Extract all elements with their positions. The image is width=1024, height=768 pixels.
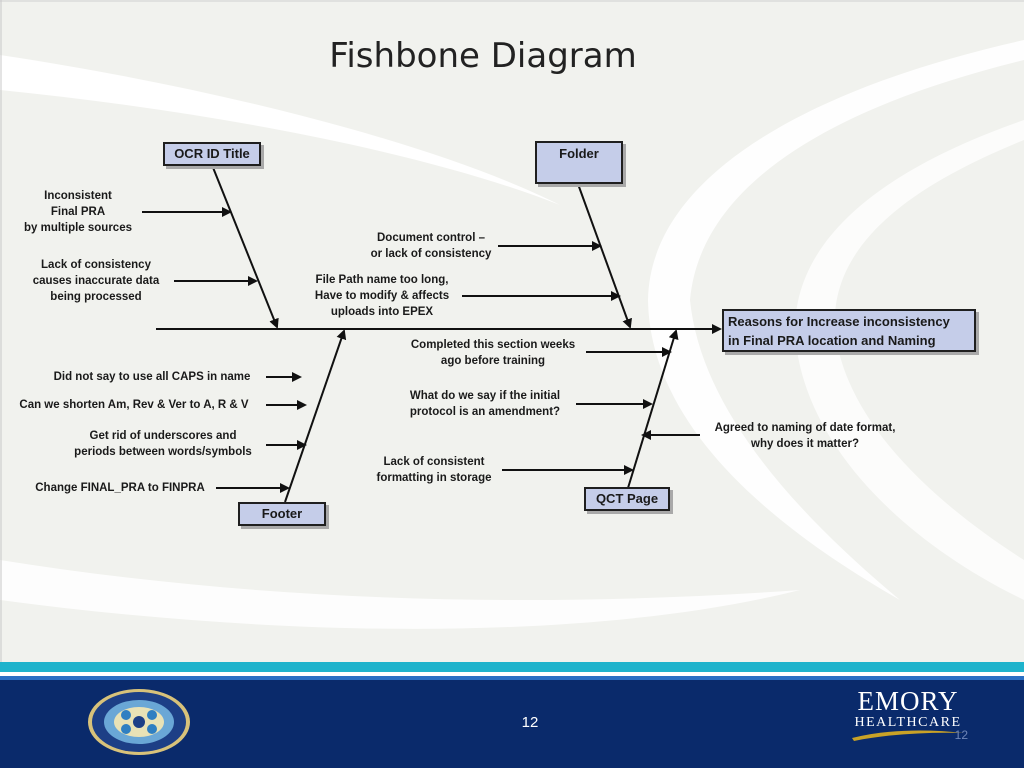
cause-file-path: File Path name too long, Have to modify …	[314, 274, 450, 318]
emory-logo-subtitle: HEALTHCARE	[854, 715, 962, 730]
cause-agreed-naming: Agreed to naming of date format, why doe…	[714, 422, 896, 450]
bone-qct-page	[627, 329, 679, 489]
category-qct-page: QCT Page	[584, 487, 670, 511]
page-number: 12	[521, 714, 539, 731]
cause-completed-section: Completed this section weeks ago before …	[410, 339, 576, 367]
page-title: Fishbone Diagram	[329, 36, 637, 76]
cause-formatting: Lack of consistent formatting in storage	[376, 456, 492, 484]
emory-logo-name: EMORY	[857, 686, 959, 716]
footer-stripe-blue	[0, 676, 1024, 680]
bone-ocr-id-title	[211, 164, 279, 329]
emory-swoosh-icon	[852, 730, 964, 741]
cause-all-caps: Did not say to use all CAPS in name	[53, 371, 251, 383]
cause-underscores: Get rid of underscores and periods betwe…	[74, 430, 252, 458]
values-seal-icon	[88, 689, 190, 755]
category-ocr-id-title: OCR ID Title	[163, 142, 261, 166]
footer-stripe-teal	[0, 662, 1024, 672]
ghost-page-number: 12	[954, 728, 968, 742]
cause-amendment: What do we say if the initial protocol i…	[409, 390, 561, 418]
bone-footer	[284, 329, 347, 503]
cause-shorten-abbreviations: Can we shorten Am, Rev & Ver to A, R & V	[19, 399, 249, 411]
fishbone-diagram	[142, 164, 722, 503]
bone-folder	[577, 183, 632, 329]
category-footer: Footer	[238, 502, 326, 526]
cause-lack-of-consistency: Lack of consistency causes inaccurate da…	[32, 259, 160, 303]
footer-stripe-white	[0, 672, 1024, 676]
cause-finpra: Change FINAL_PRA to FINPRA	[35, 482, 205, 494]
category-folder: Folder	[535, 141, 623, 184]
cause-document-control: Document control – or lack of consistenc…	[370, 232, 492, 260]
cause-inconsistent-final-pra: Inconsistent Final PRA by multiple sourc…	[23, 190, 132, 234]
effect-box: Reasons for Increase inconsistency in Fi…	[722, 309, 976, 352]
